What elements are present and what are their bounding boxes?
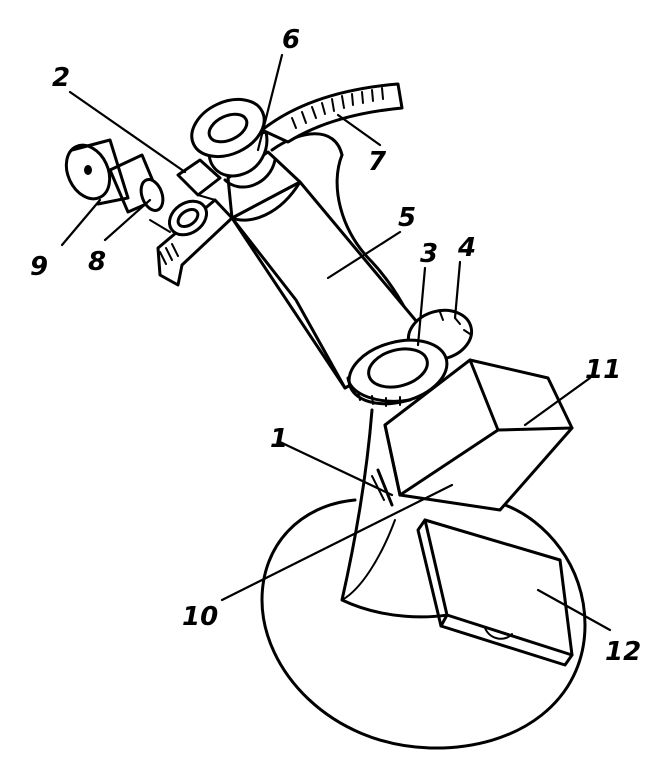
leader-lines (60, 53, 612, 632)
stand-column-curve (341, 519, 396, 601)
pointer-needle (376, 468, 394, 507)
side-arm (156, 198, 234, 287)
label-10: 10 (182, 602, 218, 632)
adjustment-knob (167, 158, 222, 237)
sector-scale (260, 82, 404, 144)
label-3: 3 (420, 239, 438, 269)
label-2: 2 (52, 63, 70, 93)
label-11: 11 (585, 355, 621, 385)
label-7: 7 (368, 147, 387, 177)
label-1: 1 (270, 424, 288, 454)
lamp-assembly (64, 138, 171, 233)
objective-ring (346, 308, 474, 407)
base-foot (260, 498, 587, 750)
prism-assembly (383, 358, 574, 512)
label-9: 9 (30, 252, 48, 282)
label-8: 8 (88, 247, 106, 277)
arm-top (270, 132, 344, 157)
label-4: 4 (457, 233, 476, 263)
eyepiece (190, 97, 269, 178)
label-12: 12 (605, 637, 641, 667)
label-6: 6 (282, 25, 300, 55)
label-5: 5 (398, 203, 416, 233)
sample-stage (416, 518, 574, 667)
